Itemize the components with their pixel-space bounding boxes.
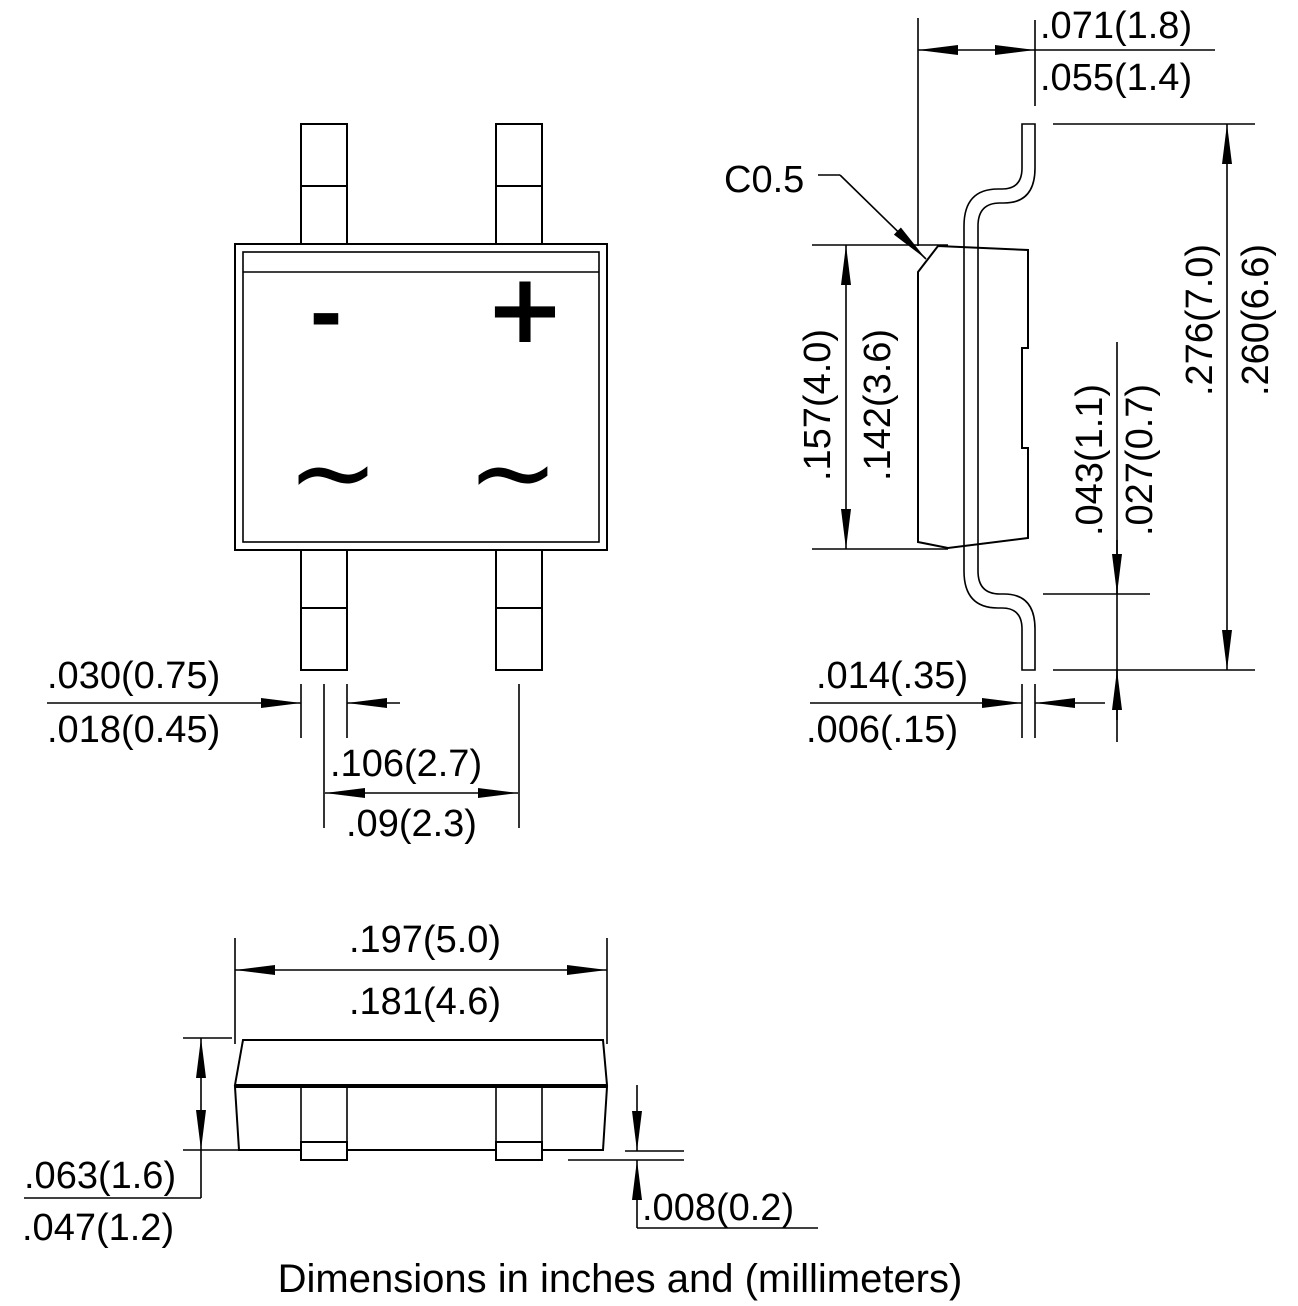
lead-upper-left (300, 123, 348, 247)
lead-pitch-dimension (323, 684, 520, 828)
end-view: .197(5.0) .181(4.6) .063(1.6) .047(1.2) (22, 919, 818, 1249)
lead-width-min-text: .018(0.45) (47, 709, 220, 751)
body-length-max-text: .157(4.0) (797, 329, 839, 481)
terminal-ac-right-label: ~ (467, 408, 559, 536)
lead-foot-left (300, 1141, 348, 1161)
lead-thickness-min-text: .006(.15) (806, 709, 958, 751)
lead-foot-right (495, 1141, 543, 1161)
lead-lower-right (495, 547, 543, 671)
height-max-text: .063(1.6) (24, 1155, 176, 1197)
package-body-end (233, 1039, 609, 1086)
lead-reach-min-text: .055(1.4) (1040, 57, 1192, 99)
body-width-min-text: .181(4.6) (349, 981, 501, 1023)
foot-length-dimension (1043, 342, 1150, 742)
body-length-min-text: .142(3.6) (857, 329, 899, 481)
top-view: - + ~ ~ .030(0.75) .018(0.45) .106(2.7) … (47, 123, 608, 845)
body-width-max-text: .197(5.0) (349, 919, 501, 961)
lead-pitch-min-text: .09(2.3) (346, 803, 477, 845)
height-dimension (24, 1037, 252, 1199)
standoff-text: .008(0.2) (642, 1187, 794, 1229)
terminal-plus-label: + (485, 253, 565, 365)
body-length-dimension (812, 244, 948, 550)
body-width-dimension (234, 938, 608, 1044)
package-body-top (234, 243, 608, 551)
chamfer-callout (818, 174, 927, 260)
package-body-side (917, 244, 1029, 550)
terminal-ac-left-label: ~ (287, 408, 379, 536)
dimensions-caption: Dimensions in inches and (millimeters) (278, 1257, 963, 1301)
lead-reach-max-text: .071(1.8) (1040, 5, 1192, 47)
lead-lower-left (300, 547, 348, 671)
overall-length-min-text: .260(6.6) (1235, 244, 1277, 396)
overall-length-max-text: .276(7.0) (1179, 244, 1221, 396)
chamfer-text: C0.5 (724, 159, 804, 201)
standoff-dimension (568, 1085, 818, 1229)
lead-thickness-dimension (810, 684, 1105, 738)
height-min-text: .047(1.2) (22, 1207, 174, 1249)
lead-upper-right (495, 123, 543, 247)
gull-wing-lead (963, 123, 1036, 671)
lead-width-dimension (47, 684, 400, 738)
foot-length-min-text: .027(0.7) (1119, 384, 1161, 536)
lead-pitch-max-text: .106(2.7) (330, 743, 482, 785)
foot-length-max-text: .043(1.1) (1069, 384, 1111, 536)
lead-thickness-max-text: .014(.35) (816, 655, 968, 697)
side-view: .071(1.8) .055(1.4) C0.5 .157(4.0) .142(… (724, 5, 1277, 751)
terminal-minus-label: - (309, 268, 342, 361)
lead-width-max-text: .030(0.75) (47, 655, 220, 697)
overall-length-dimension (1053, 123, 1255, 671)
lead-reach-dimension (917, 18, 1215, 246)
